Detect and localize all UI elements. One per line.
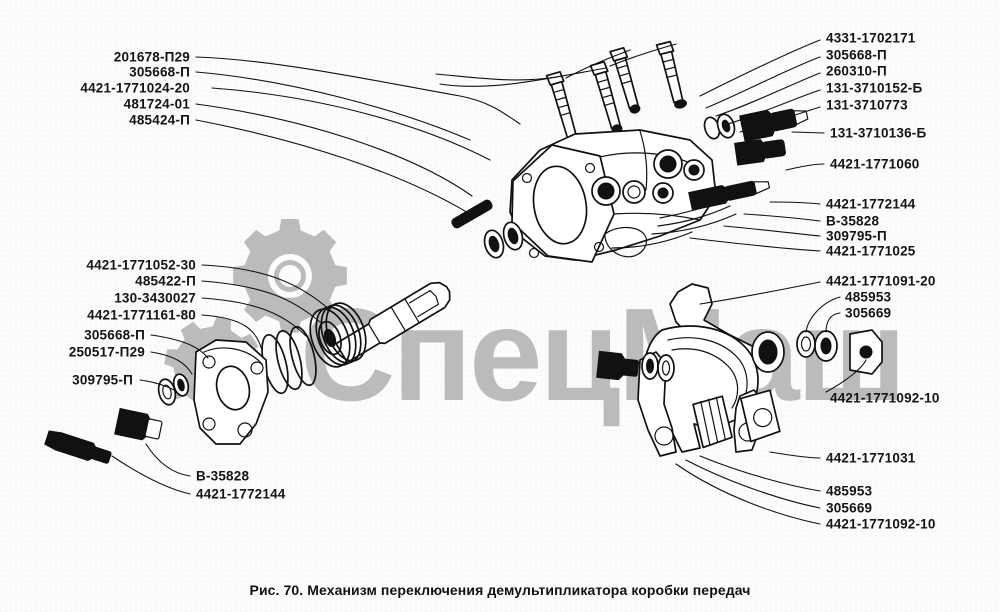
part-number-label: 485422-П <box>135 273 196 289</box>
part-number-label: 4421-1771024-20 <box>80 80 190 96</box>
fork-fastener-group-left <box>596 350 675 382</box>
part-number-label: 305669 <box>826 500 873 516</box>
part-number-label: 4421-1771031 <box>826 450 916 466</box>
part-number-label: 4421-1771091-20 <box>826 273 936 289</box>
part-number-label: 305668-П <box>84 327 145 343</box>
pin-part <box>451 199 493 229</box>
part-number-label: 130-3430027 <box>114 290 196 306</box>
part-number-label: 131-3710773 <box>826 97 908 113</box>
part-number-label: 309795-П <box>826 228 887 244</box>
part-number-label: 250517-П29 <box>68 344 145 360</box>
air-fitting-cluster-right <box>651 108 809 235</box>
part-number-label: 485953 <box>845 289 892 305</box>
figure-caption: Рис. 70. Механизм переключения демультип… <box>249 582 751 598</box>
part-number-label: 131-3710136-Б <box>830 125 927 141</box>
fork-fastener-group-right <box>796 329 883 375</box>
part-number-label: 485953 <box>826 483 873 499</box>
part-number-label: 4421-1771052-30 <box>86 257 196 273</box>
part-number-label: 309795-П <box>72 372 133 388</box>
washer-group-center <box>483 221 524 259</box>
part-number-label: 485424-П <box>129 112 190 128</box>
part-number-label: 4421-1771161-80 <box>87 307 196 323</box>
part-number-label: 305668-П <box>129 64 190 80</box>
part-number-label: 201678-П29 <box>113 49 190 65</box>
part-number-label: 4421-1772144 <box>196 486 286 502</box>
part-number-label: 4421-1772144 <box>826 196 916 212</box>
part-number-label: 260310-П <box>826 63 887 79</box>
part-number-label: В-35828 <box>196 468 250 484</box>
shaft-bushing-stack <box>309 302 367 368</box>
part-number-label: 305669 <box>845 305 892 321</box>
bolt-group-top <box>545 40 687 144</box>
mounting-bracket <box>193 339 269 445</box>
part-number-label: 4421-1771092-10 <box>826 516 936 532</box>
part-number-label: В-35828 <box>826 213 880 229</box>
part-number-label: 305668-П <box>826 47 887 63</box>
part-number-label: 4421-1771092-10 <box>830 390 940 406</box>
lower-left-fitting-group <box>44 373 190 464</box>
part-number-label: 4421-1771060 <box>830 156 920 172</box>
part-number-label: 131-3710152-Б <box>826 80 923 96</box>
leader-lines <box>111 39 867 525</box>
part-number-label: 481724-01 <box>123 96 190 112</box>
housing-bore-group <box>591 149 705 206</box>
part-number-label: 4421-1771025 <box>826 243 916 259</box>
part-number-label: 4331-1702171 <box>826 30 916 46</box>
shaft-assembly <box>261 281 451 395</box>
